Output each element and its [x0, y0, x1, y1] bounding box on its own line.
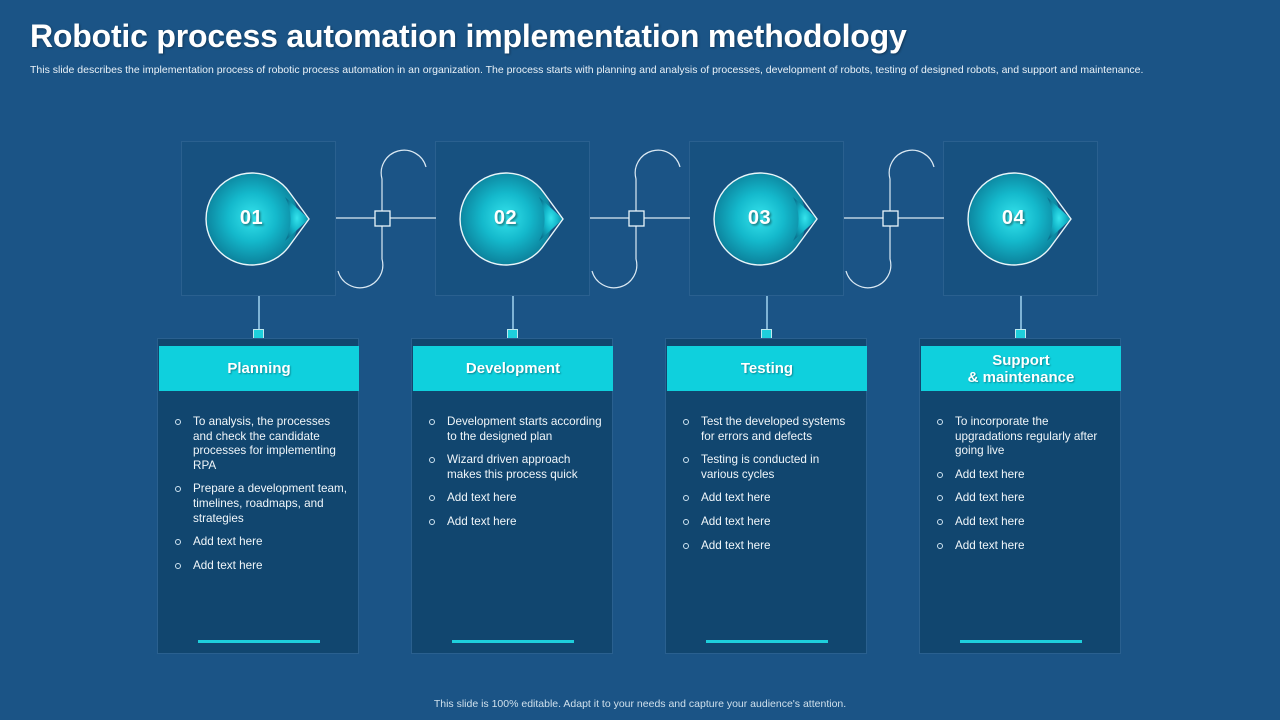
bullet-text: Wizard driven approach makes this proces… [447, 453, 578, 481]
step-heading-2: Development [413, 346, 613, 391]
circle-outline-icon [683, 542, 689, 549]
drop-line-1 [258, 296, 260, 334]
bullet-text: Testing is conducted in various cycles [701, 453, 820, 481]
list-item: Development starts according to the desi… [426, 415, 606, 444]
circle-outline-icon [937, 419, 943, 425]
circle-outline-icon [683, 419, 689, 425]
drop-line-2 [512, 296, 514, 334]
bullet-text: Add text here [701, 514, 771, 528]
list-item: Add text here [680, 539, 860, 554]
bullet-text: Add text here [701, 491, 771, 505]
step-circle-2: 02 [458, 171, 567, 266]
step-number-box-1[interactable]: 01 [181, 141, 336, 296]
step-heading-3: Testing [667, 346, 867, 391]
card-underline-2 [452, 640, 574, 643]
bullet-text: Add text here [193, 535, 263, 549]
slide-footer: This slide is 100% editable. Adapt it to… [433, 698, 847, 710]
circle-outline-icon [175, 562, 181, 569]
circle-outline-icon [175, 419, 181, 425]
s-curve-connector-icon-3 [844, 141, 944, 296]
step-heading-4: Support & maintenance [921, 346, 1121, 391]
circle-outline-icon [683, 495, 689, 502]
bullet-text: Add text here [955, 514, 1025, 528]
step-card-4[interactable]: Support & maintenance To incorporate the… [919, 338, 1121, 654]
bullet-text: Add text here [447, 491, 517, 505]
circle-outline-icon [937, 471, 943, 478]
step-card-2[interactable]: Development Development starts according… [411, 338, 613, 654]
bullet-text: Test the developed systems for errors an… [701, 415, 846, 443]
step-circle-3: 03 [712, 171, 821, 266]
bullet-list-2: Development starts according to the desi… [426, 415, 606, 539]
step-number-box-3[interactable]: 03 [689, 141, 844, 296]
drop-line-3 [766, 296, 768, 334]
bullet-text: Add text here [955, 467, 1025, 481]
bullet-text: Add text here [701, 538, 771, 552]
card-underline-1 [198, 640, 320, 643]
list-item: Prepare a development team, timelines, r… [172, 482, 352, 526]
bullet-text: Prepare a development team, timelines, r… [193, 482, 347, 525]
bullet-text: Add text here [955, 491, 1025, 505]
list-item: Add text here [680, 515, 860, 530]
list-item: Testing is conducted in various cycles [680, 453, 860, 482]
step-heading-1: Planning [159, 346, 359, 391]
circle-outline-icon [937, 518, 943, 525]
page-subtitle: This slide describes the implementation … [30, 64, 1144, 76]
bullet-text: Development starts according to the desi… [447, 415, 602, 443]
list-item: Wizard driven approach makes this proces… [426, 453, 606, 482]
list-item: To analysis, the processes and check the… [172, 415, 352, 473]
circle-outline-icon [937, 495, 943, 502]
list-item: Add text here [680, 491, 860, 506]
list-item: To incorporate the upgradations regularl… [934, 415, 1114, 459]
step-number-box-4[interactable]: 04 [943, 141, 1098, 296]
bullet-text: Add text here [955, 538, 1025, 552]
bullet-list-3: Test the developed systems for errors an… [680, 415, 860, 562]
step-card-1[interactable]: Planning To analysis, the processes and … [157, 338, 359, 654]
list-item: Add text here [934, 515, 1114, 530]
bullet-list-4: To incorporate the upgradations regularl… [934, 415, 1114, 562]
bullet-text: Add text here [193, 558, 263, 572]
list-item: Add text here [172, 535, 352, 550]
list-item: Add text here [934, 468, 1114, 483]
s-curve-connector-icon-2 [590, 141, 690, 296]
step-circle-4: 04 [966, 171, 1075, 266]
circle-outline-icon [175, 539, 181, 546]
circle-outline-icon [429, 457, 435, 464]
bullet-list-1: To analysis, the processes and check the… [172, 415, 352, 582]
list-item: Add text here [172, 559, 352, 574]
list-item: Test the developed systems for errors an… [680, 415, 860, 444]
step-number-box-2[interactable]: 02 [435, 141, 590, 296]
circle-outline-icon [429, 419, 435, 425]
list-item: Add text here [426, 491, 606, 506]
list-item: Add text here [426, 515, 606, 530]
bullet-text: Add text here [447, 514, 517, 528]
bullet-text: To analysis, the processes and check the… [193, 415, 336, 472]
drop-line-4 [1020, 296, 1022, 334]
s-curve-connector-icon-1 [336, 141, 436, 296]
circle-outline-icon [683, 457, 689, 464]
circle-outline-icon [175, 486, 181, 493]
circle-outline-icon [429, 495, 435, 502]
page-title: Robotic process automation implementatio… [30, 18, 907, 54]
card-underline-4 [960, 640, 1082, 643]
bullet-text: To incorporate the upgradations regularl… [955, 415, 1098, 458]
step-card-3[interactable]: Testing Test the developed systems for e… [665, 338, 867, 654]
step-circle-1: 01 [204, 171, 313, 266]
circle-outline-icon [683, 518, 689, 525]
circle-outline-icon [429, 518, 435, 525]
circle-outline-icon [937, 542, 943, 549]
list-item: Add text here [934, 491, 1114, 506]
card-underline-3 [706, 640, 828, 643]
list-item: Add text here [934, 539, 1114, 554]
